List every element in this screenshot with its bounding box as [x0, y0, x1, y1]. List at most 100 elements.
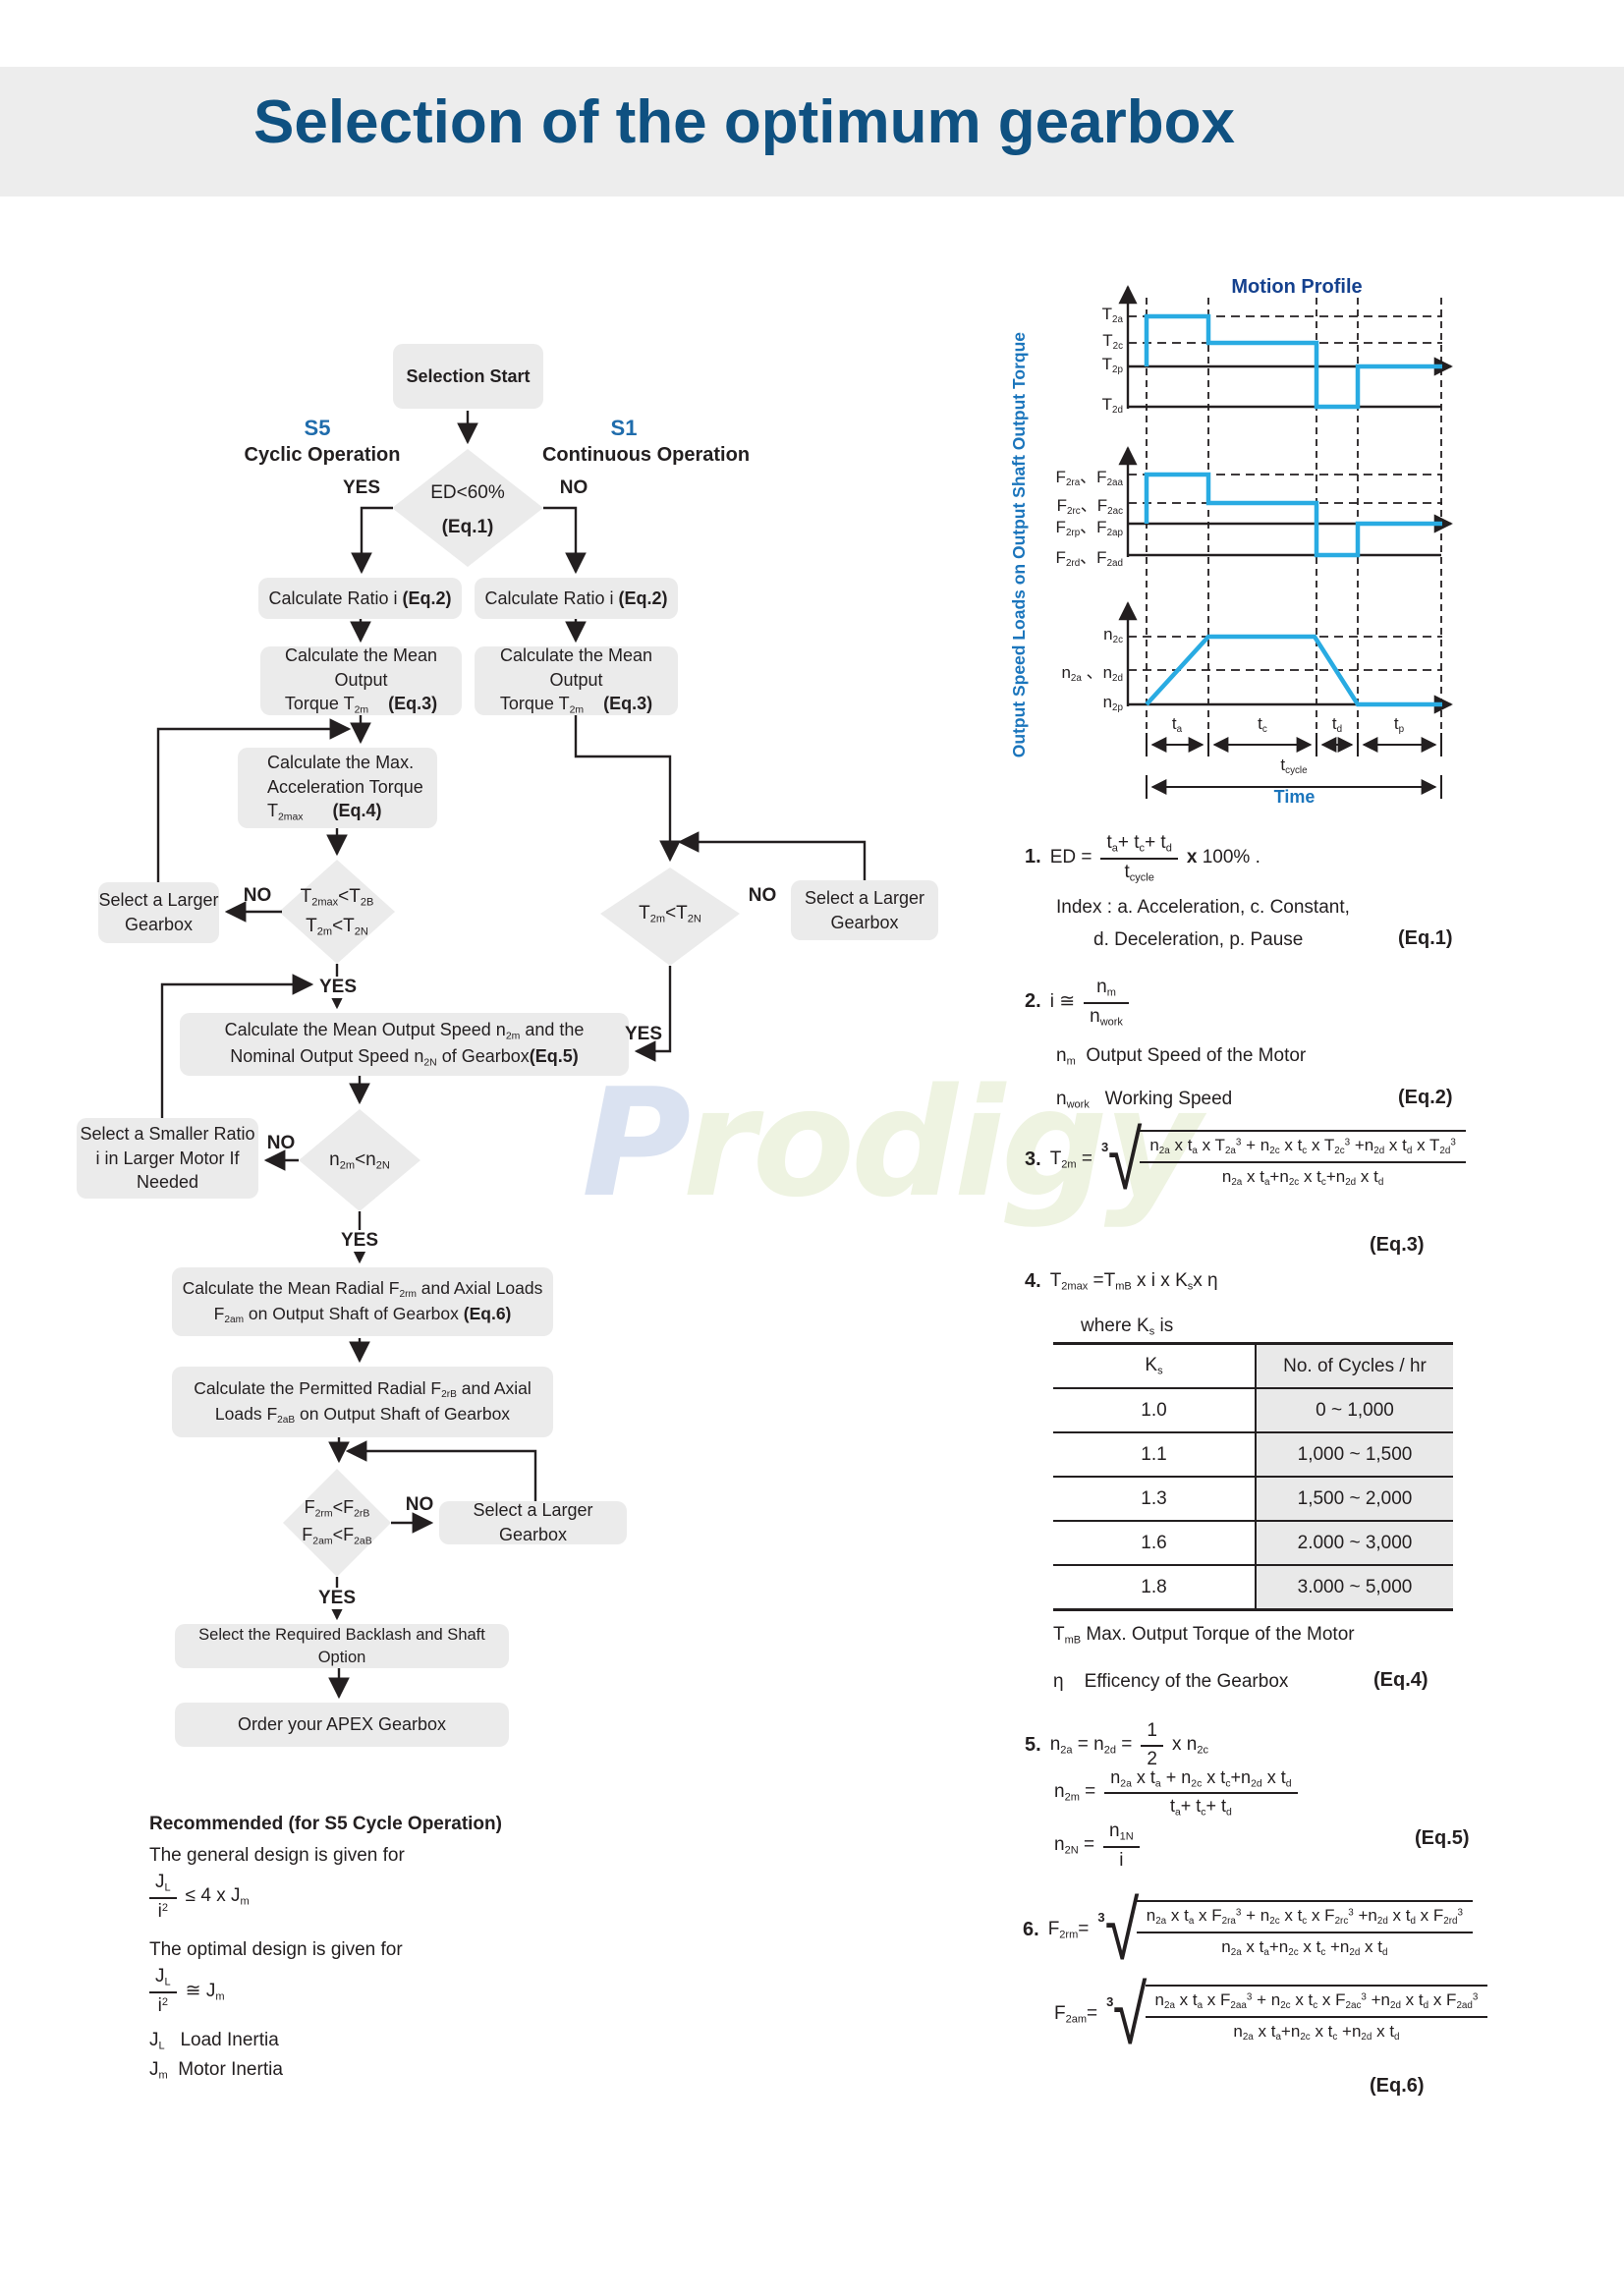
edge-label-no-2: NO [243, 885, 272, 906]
equation-6-line2: F2am= 3√ n2a x ta x F2aa3 + n2c x tc x F… [1054, 1974, 1488, 2056]
decision-t2m-right-text: T2m<T2N [639, 903, 701, 925]
page-title: Selection of the optimum gearbox [253, 88, 1235, 156]
eq6-f2am-lhs: F2am= [1054, 2003, 1098, 2026]
eq3-tag: (Eq.3) [1370, 1234, 1425, 1256]
node-order-gearbox: Order your APEX Gearbox [175, 1703, 509, 1747]
segment-td: td [1331, 714, 1343, 736]
segment-tc: tc [1258, 714, 1267, 736]
eq5-rhs: x n2c [1171, 1733, 1208, 1757]
equation-3: 3. T2m = 3√ n2a x ta x T2a3 + n2c x tc x… [1025, 1119, 1466, 1202]
prodigy-watermark: Prodigy [582, 1069, 1202, 1218]
diamond-ed60 [392, 449, 543, 567]
node-select-larger-bottom: Select a Larger Gearbox [439, 1500, 627, 1544]
eq2-def-nwork: nwork Working Speed [1056, 1089, 1233, 1111]
eq6-tag: (Eq.6) [1370, 2075, 1425, 2097]
eq3-number: 3. [1025, 1148, 1041, 1171]
eq5-n2n-lhs: n2N = [1054, 1834, 1095, 1857]
eq1-tag: (Eq.1) [1398, 927, 1453, 949]
eq6-number: 6. [1023, 1919, 1039, 1941]
eq4-number: 4. [1025, 1270, 1041, 1292]
eq1-index-line2: d. Deceleration, p. Pause [1093, 929, 1304, 950]
header-band [0, 67, 1624, 196]
edge-label-no-1: NO [559, 477, 588, 498]
mode-s1: S1 [610, 416, 638, 440]
mode-s1-label: Continuous Operation [541, 444, 751, 466]
eq6-cube-root-1: 3√ n2a x ta x F2ra3 + n2c x tc x F2rc3 +… [1097, 1889, 1474, 1972]
decision-ed60-eqtag: (Eq.1) [441, 517, 494, 538]
load-profile-line [1144, 472, 1442, 558]
eq6-f2rm-lhs: F2rm= [1047, 1919, 1090, 1941]
segment-tp: tp [1393, 714, 1405, 736]
eq2-number: 2. [1025, 990, 1041, 1013]
tick-n2p: n2p [1102, 693, 1123, 714]
node-selection-start: Selection Start [393, 344, 543, 409]
recommended-general-text: The general design is given for [149, 1845, 405, 1866]
node-calc-permitted-loads: Calculate the Permitted Radial F2rB and … [172, 1367, 553, 1437]
decision-diamonds [279, 449, 740, 1577]
eq2-def-nm: nm Output Speed of the Motor [1056, 1045, 1307, 1068]
watermark-initial: P [582, 1056, 687, 1230]
eq2-tag: (Eq.2) [1398, 1087, 1453, 1108]
tick-t2p: T2p [1101, 355, 1123, 376]
tick-t2d: T2d [1101, 395, 1123, 417]
eq4-tag: (Eq.4) [1373, 1669, 1428, 1691]
edge-label-no-3: NO [748, 885, 777, 906]
tick-t2c: T2c [1102, 331, 1123, 353]
eq1-index-line1: Index : a. Acceleration, c. Constant, [1056, 897, 1350, 918]
tick-t2a: T2a [1101, 305, 1123, 326]
eq3-cube-root: 3√ n2a x ta x T2a3 + n2c x tc x T2c3 +n2… [1101, 1119, 1466, 1202]
eq5-number: 5. [1025, 1733, 1041, 1756]
eq5-lhs: n2a = n2d = [1049, 1733, 1133, 1757]
chart-x-axis-label: Time [1273, 787, 1316, 807]
node-calc-ratio-right: Calculate Ratio i (Eq.2) [475, 578, 678, 619]
tick-f2ra-f2aa: F2ra、F2aa [1055, 468, 1123, 489]
tick-n2c: n2c [1103, 625, 1123, 646]
tick-f2rc-f2ac: F2rc、F2ac [1056, 496, 1123, 518]
diamond-n2m [299, 1109, 420, 1211]
node-calc-speeds: Calculate the Mean Output Speed n2m and … [180, 1013, 629, 1076]
edge-label-yes-4: YES [336, 1230, 383, 1252]
torque-profile-line [1144, 313, 1442, 410]
ks-table-header-ks: Ks [1145, 1355, 1163, 1377]
tick-f2rd-f2ad: F2rd、F2ad [1055, 548, 1123, 570]
segment-ta: ta [1171, 714, 1183, 736]
motion-profile-title: Motion Profile [1231, 276, 1363, 298]
diamond-t2m-right [600, 868, 740, 966]
edge-label-no-4: NO [266, 1133, 296, 1153]
eq4-where-ks: where Ks is [1081, 1316, 1174, 1338]
tick-n2a-n2d: n2a 、n2d [1061, 663, 1123, 685]
flow-connectors [156, 411, 867, 1700]
decision-n2m-text: n2m<n2N [329, 1149, 390, 1172]
ks-table-header-row: Ks No. of Cycles / hr [1053, 1343, 1453, 1388]
legend-motor-inertia: Jm Motor Inertia [149, 2059, 283, 2082]
eq1-lhs: ED = [1049, 846, 1092, 868]
edge-label-no-5: NO [405, 1494, 434, 1515]
watermark-rest: rodigy [682, 1056, 1202, 1230]
node-select-backlash: Select the Required Backlash and Shaft O… [175, 1624, 509, 1668]
edge-label-yes-2: YES [314, 977, 362, 998]
recommended-title: Recommended (for S5 Cycle Operation) [149, 1814, 502, 1834]
eq1-rhs: x 100% . [1186, 846, 1260, 868]
